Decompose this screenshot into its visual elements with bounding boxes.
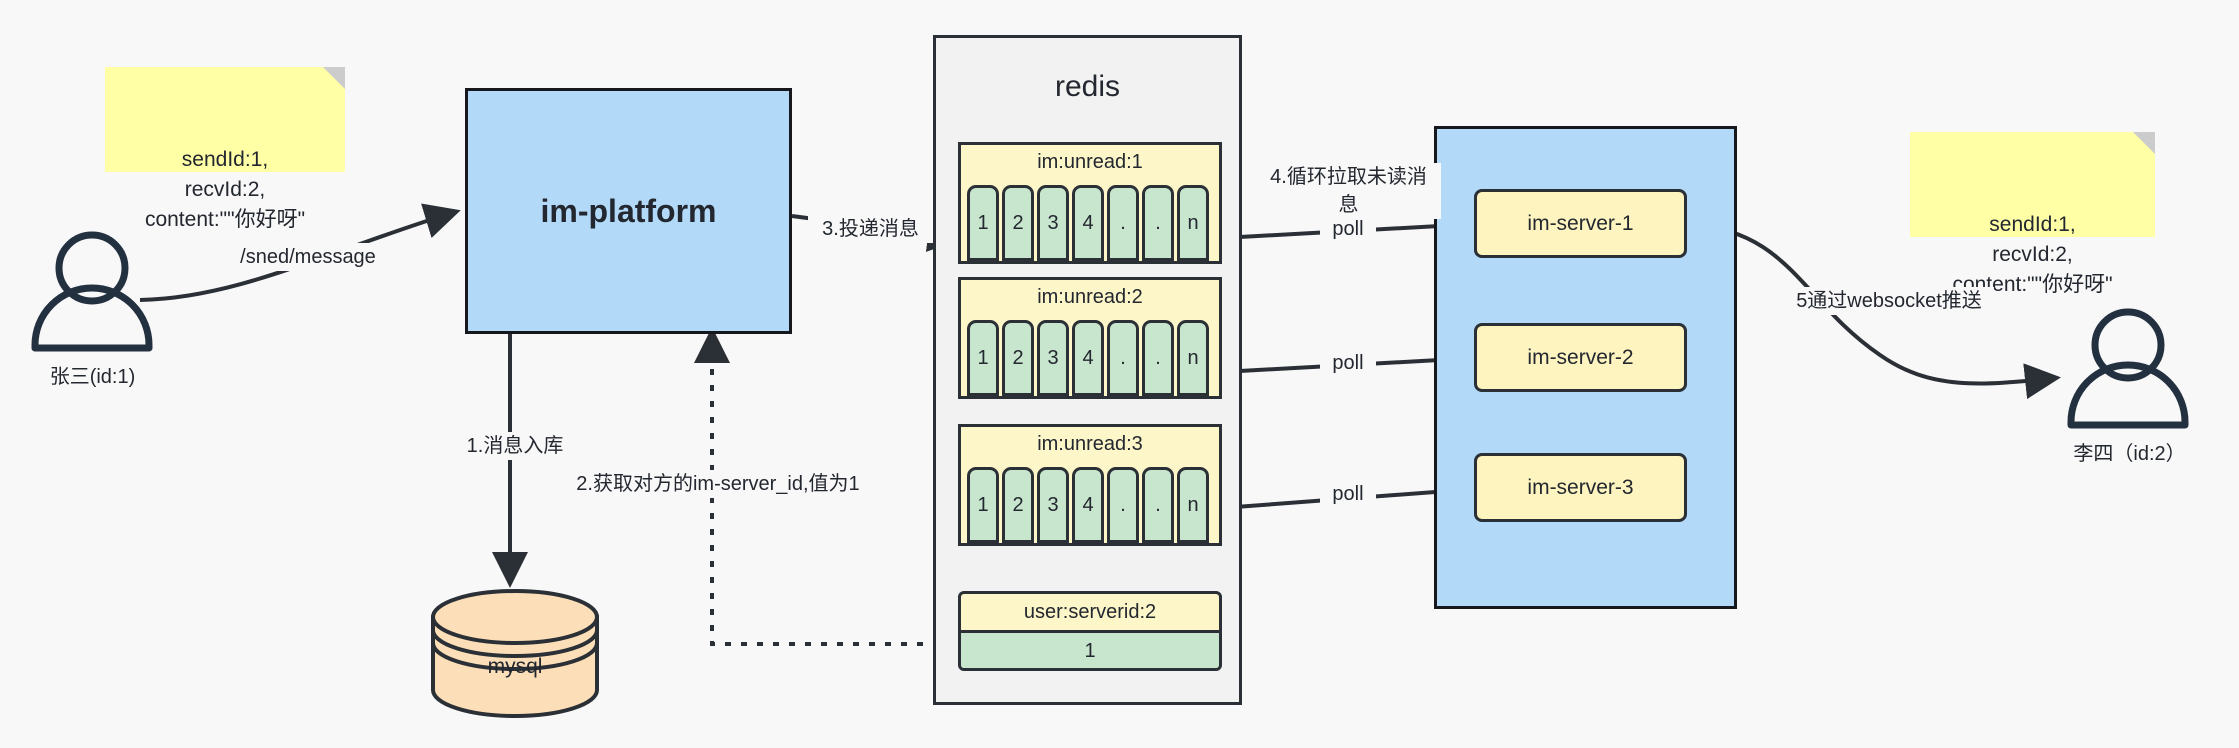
redis-list-key: im:unread:2 bbox=[1037, 286, 1143, 308]
redis-list-cells: 1 2 3 4 . . n bbox=[967, 185, 1209, 261]
edge-label-step5: 5通过websocket推送 bbox=[1784, 287, 1994, 315]
im-server-1-label: im-server-1 bbox=[1527, 211, 1634, 235]
redis-list-im-unread-3[interactable]: im:unread:3 1 2 3 4 . . n bbox=[958, 424, 1222, 546]
list-cell[interactable]: . bbox=[1107, 467, 1139, 543]
im-server-3-label: im-server-3 bbox=[1527, 475, 1634, 499]
list-cell[interactable]: 4 bbox=[1072, 185, 1104, 261]
redis-list-key: im:unread:3 bbox=[1037, 433, 1143, 455]
list-cell[interactable]: . bbox=[1107, 185, 1139, 261]
list-cell[interactable]: 2 bbox=[1002, 185, 1034, 261]
list-cell[interactable]: 2 bbox=[1002, 320, 1034, 396]
sender-caption: 张三(id:1) bbox=[49, 366, 136, 388]
im-server-3-box[interactable]: im-server-3 bbox=[1474, 453, 1687, 522]
mysql-cylinder-icon bbox=[431, 589, 599, 718]
edge-label-step1: 1.消息入库 bbox=[455, 432, 575, 460]
sender-actor-icon bbox=[31, 231, 153, 352]
redis-kv-user-serverid[interactable]: user:serverid:2 1 bbox=[958, 591, 1222, 671]
list-cell[interactable]: 4 bbox=[1072, 320, 1104, 396]
im-server-1-box[interactable]: im-server-1 bbox=[1474, 189, 1687, 258]
note-right-text: sendId:1, recvId:2, content:""你好呀" bbox=[1952, 213, 2113, 296]
redis-title: redis bbox=[1054, 70, 1121, 103]
list-cell[interactable]: . bbox=[1142, 320, 1174, 396]
list-cell[interactable]: 1 bbox=[967, 185, 999, 261]
im-platform-label: im-platform bbox=[540, 192, 717, 229]
redis-kv-key: user:serverid:2 bbox=[1023, 601, 1157, 623]
edge-label-step3: 3.投递消息 bbox=[808, 215, 933, 243]
list-cell[interactable]: 1 bbox=[967, 467, 999, 543]
im-platform-box[interactable]: im-platform bbox=[465, 88, 792, 334]
list-cell[interactable]: . bbox=[1142, 467, 1174, 543]
note-left: sendId:1, recvId:2, content:""你好呀" bbox=[105, 67, 345, 231]
edge-label-poll-2: poll bbox=[1320, 349, 1376, 377]
edge-label-step4: 4.循环拉取未读消 息 bbox=[1256, 163, 1441, 219]
im-server-2-box[interactable]: im-server-2 bbox=[1474, 323, 1687, 392]
redis-list-key: im:unread:1 bbox=[1037, 151, 1143, 173]
note-right: sendId:1, recvId:2, content:""你好呀" bbox=[1910, 132, 2155, 296]
note-left-text: sendId:1, recvId:2, content:""你好呀" bbox=[144, 148, 306, 231]
list-cell[interactable]: . bbox=[1142, 185, 1174, 261]
list-cell[interactable]: n bbox=[1177, 467, 1209, 543]
redis-list-cells: 1 2 3 4 . . n bbox=[967, 467, 1209, 543]
edge-label-poll-3: poll bbox=[1320, 480, 1376, 508]
list-cell[interactable]: 1 bbox=[967, 320, 999, 396]
edge-label-step2: 2.获取对方的im-server_id,值为1 bbox=[573, 470, 863, 498]
list-cell[interactable]: 3 bbox=[1037, 467, 1069, 543]
list-cell[interactable]: n bbox=[1177, 185, 1209, 261]
redis-list-cells: 1 2 3 4 . . n bbox=[967, 320, 1209, 396]
edge-label-poll-1: poll bbox=[1320, 215, 1376, 243]
list-cell[interactable]: 3 bbox=[1037, 320, 1069, 396]
note-fold-icon bbox=[2133, 132, 2155, 154]
receiver-caption: 李四（id:2） bbox=[2073, 443, 2186, 465]
list-cell[interactable]: n bbox=[1177, 320, 1209, 396]
list-cell[interactable]: 4 bbox=[1072, 467, 1104, 543]
note-fold-icon bbox=[323, 67, 345, 89]
receiver-actor-icon bbox=[2067, 308, 2189, 429]
list-cell[interactable]: . bbox=[1107, 320, 1139, 396]
redis-kv-value: 1 bbox=[961, 630, 1219, 668]
list-cell[interactable]: 3 bbox=[1037, 185, 1069, 261]
redis-list-im-unread-2[interactable]: im:unread:2 1 2 3 4 . . n bbox=[958, 277, 1222, 399]
redis-list-im-unread-1[interactable]: im:unread:1 1 2 3 4 . . n bbox=[958, 142, 1222, 264]
edge-label-send-message: /sned/message bbox=[228, 243, 388, 271]
im-server-2-label: im-server-2 bbox=[1527, 345, 1634, 369]
mysql-label: mysql bbox=[487, 655, 543, 678]
list-cell[interactable]: 2 bbox=[1002, 467, 1034, 543]
